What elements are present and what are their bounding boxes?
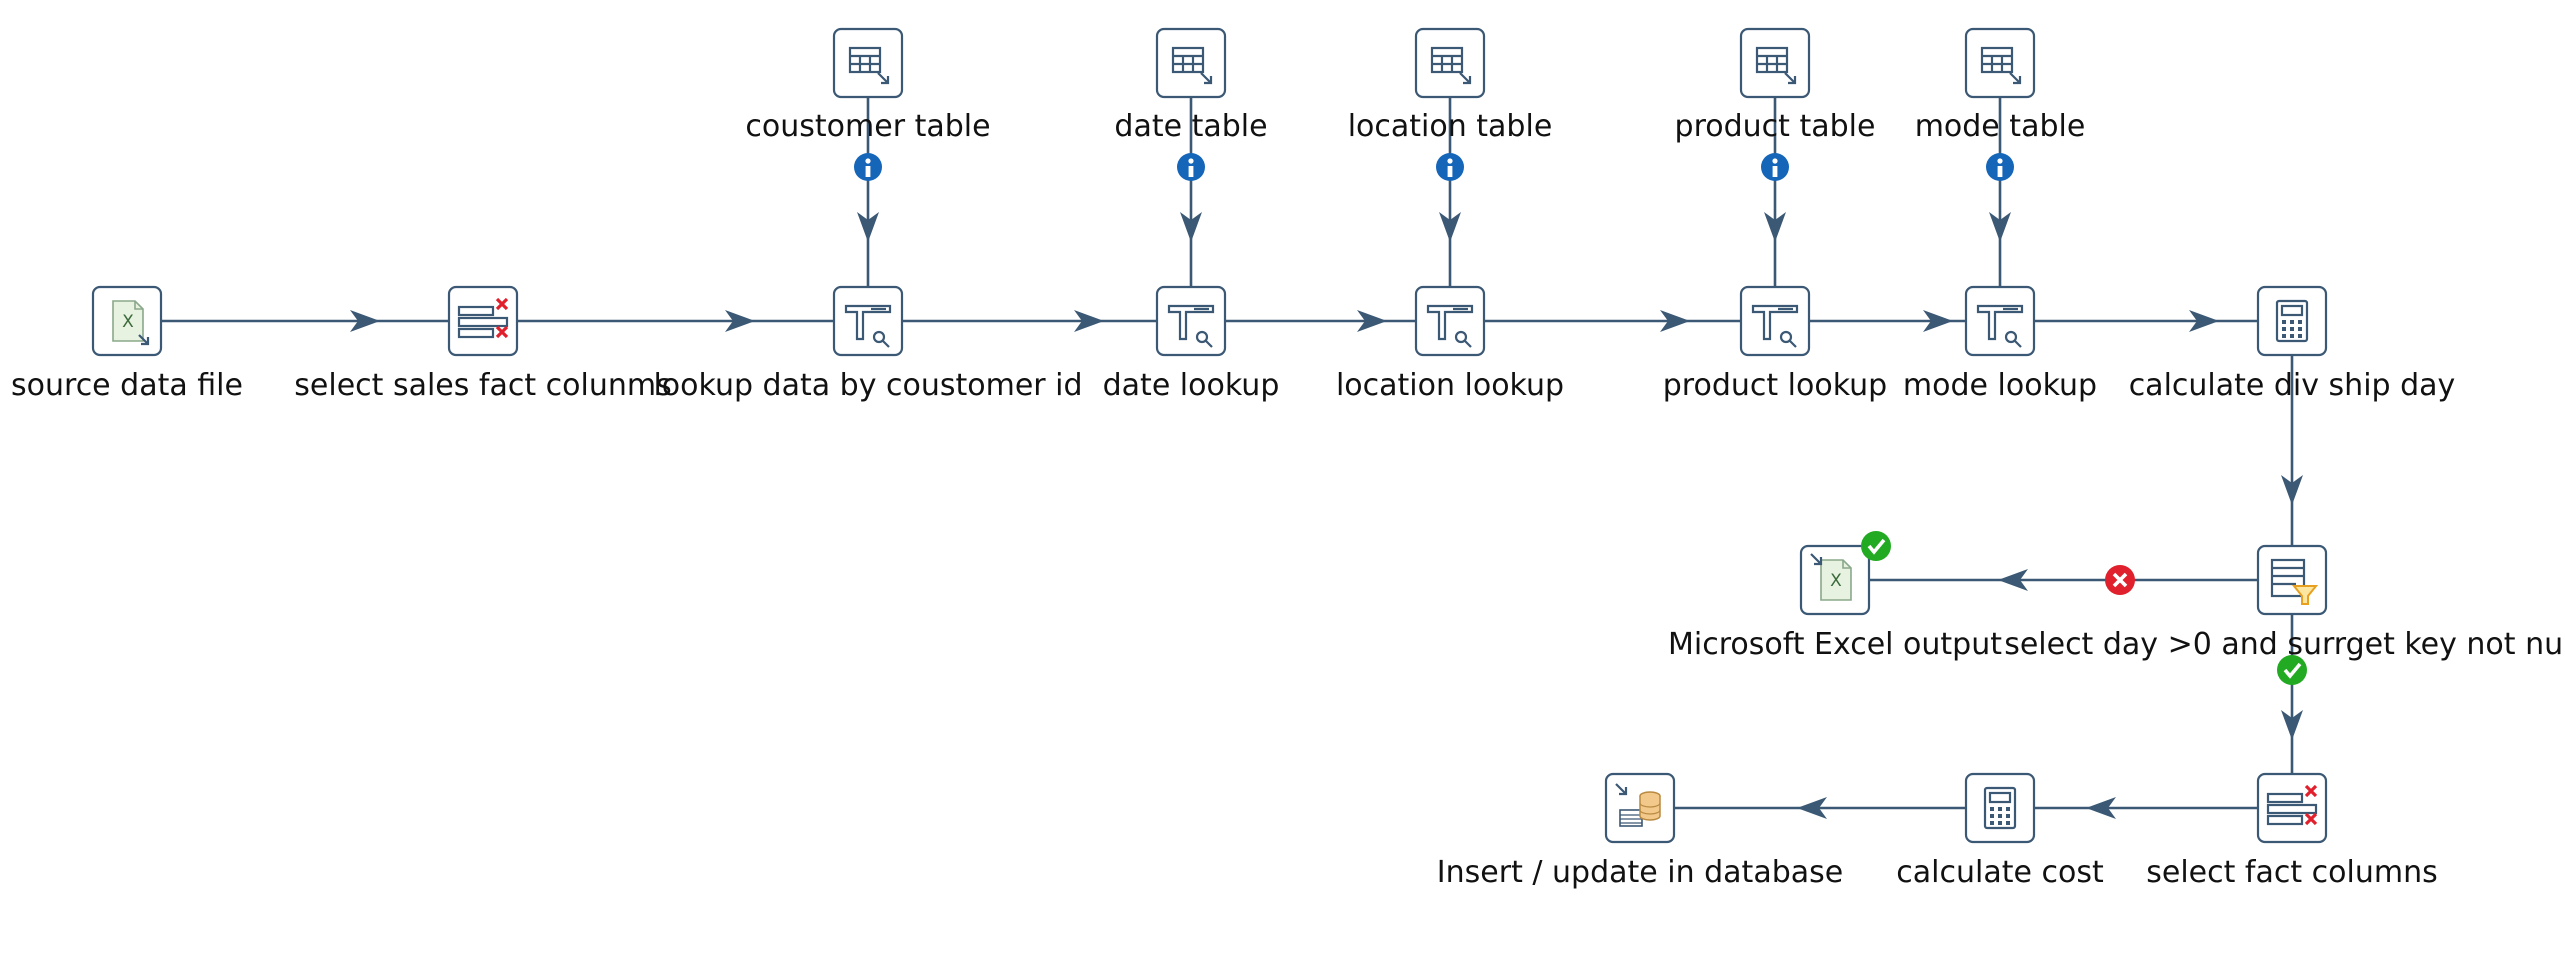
hop-t_mode-to-lk_mode-arrowhead [1989, 212, 2011, 242]
step-t_loc[interactable] [1414, 27, 1486, 99]
step-label-selsales: select sales fact colunms [294, 368, 671, 403]
step-selfact[interactable] [2256, 772, 2328, 844]
step-excel[interactable]: X [1799, 544, 1871, 616]
step-label-filter: select day >0 and surrget key not null [2004, 627, 2565, 662]
info-icon[interactable] [1436, 153, 1464, 181]
step-label-lk_cust: lookup data by coustomer id [653, 368, 1082, 403]
hop-source-to-selsales-arrowhead [350, 310, 380, 332]
step-layer: XX [91, 27, 2328, 844]
step-label-insert: Insert / update in database [1437, 855, 1843, 890]
step-label-excel: Microsoft Excel output [1668, 627, 2002, 662]
hop-t_prod-to-lk_prod-arrowhead [1764, 212, 1786, 242]
check-icon[interactable] [2277, 655, 2307, 685]
hop-t_cust-to-lk_cust-arrowhead [857, 212, 879, 242]
step-label-t_loc: location table [1348, 109, 1553, 144]
excel-output-icon: X [1810, 553, 1852, 601]
hop-selfact-to-calccost-arrowhead [2086, 797, 2116, 819]
info-icon[interactable] [1761, 153, 1789, 181]
hop-selsales-to-lk_cust-arrowhead [725, 310, 755, 332]
step-label-lk_loc: location lookup [1336, 368, 1564, 403]
hop-lk_cust-to-lk_date-arrowhead [1074, 310, 1104, 332]
step-lk_date[interactable] [1155, 285, 1227, 357]
step-t_date[interactable] [1155, 27, 1227, 99]
step-label-lk_date: date lookup [1103, 368, 1280, 403]
hop-calccost-to-insert-arrowhead [1797, 797, 1827, 819]
hop-t_date-to-lk_date-arrowhead [1180, 212, 1202, 242]
step-label-calccost: calculate cost [1896, 855, 2104, 890]
cross-icon[interactable] [2105, 565, 2135, 595]
hop-filter-to-selfact-arrowhead [2281, 710, 2303, 740]
step-label-selfact: select fact columns [2146, 855, 2437, 890]
step-t_mode[interactable] [1964, 27, 2036, 99]
info-icon[interactable] [854, 153, 882, 181]
step-label-t_cust: coustomer table [745, 109, 990, 144]
step-label-lk_mode: mode lookup [1903, 368, 2097, 403]
step-lk_mode[interactable] [1964, 285, 2036, 357]
hop-layer [161, 97, 2303, 819]
excel-input-icon: X [112, 300, 150, 346]
step-calccost[interactable] [1964, 772, 2036, 844]
insert-update-icon [1615, 783, 1661, 827]
info-icon[interactable] [1177, 153, 1205, 181]
step-selsales[interactable] [447, 285, 519, 357]
svg-text:X: X [1830, 571, 1842, 591]
info-icon[interactable] [1986, 153, 2014, 181]
svg-text:X: X [122, 312, 134, 332]
hop-lk_mode-to-calcdiv-arrowhead [2189, 310, 2219, 332]
step-lk_prod[interactable] [1739, 285, 1811, 357]
hop-badge-layer [854, 153, 2307, 685]
step-filter[interactable] [2256, 544, 2328, 616]
step-source[interactable]: X [91, 285, 163, 357]
step-lk_loc[interactable] [1414, 285, 1486, 357]
step-label-t_date: date table [1114, 109, 1267, 144]
step-calcdiv[interactable] [2256, 285, 2328, 357]
hop-filter-to-excel-arrowhead [1998, 569, 2028, 591]
step-label-t_prod: product table [1675, 109, 1876, 144]
step-t_prod[interactable] [1739, 27, 1811, 99]
step-t_cust[interactable] [832, 27, 904, 99]
step-lk_cust[interactable] [832, 285, 904, 357]
step-label-calcdiv: calculate div ship day [2129, 368, 2456, 403]
step-insert[interactable] [1604, 772, 1676, 844]
hop-calcdiv-to-filter-arrowhead [2281, 475, 2303, 505]
filter-rows-icon [2270, 558, 2319, 605]
excel-output-status-check-icon[interactable] [1861, 531, 1891, 561]
hop-t_loc-to-lk_loc-arrowhead [1439, 212, 1461, 242]
hop-lk_prod-to-lk_mode-arrowhead [1923, 310, 1953, 332]
step-label-source: source data file [11, 368, 243, 403]
step-label-lk_prod: product lookup [1663, 368, 1887, 403]
label-layer: source data file select sales fact colunm… [11, 109, 2565, 890]
hop-lk_loc-to-lk_prod-arrowhead [1660, 310, 1690, 332]
hop-lk_date-to-lk_loc-arrowhead [1357, 310, 1387, 332]
step-label-t_mode: mode table [1915, 109, 2086, 144]
